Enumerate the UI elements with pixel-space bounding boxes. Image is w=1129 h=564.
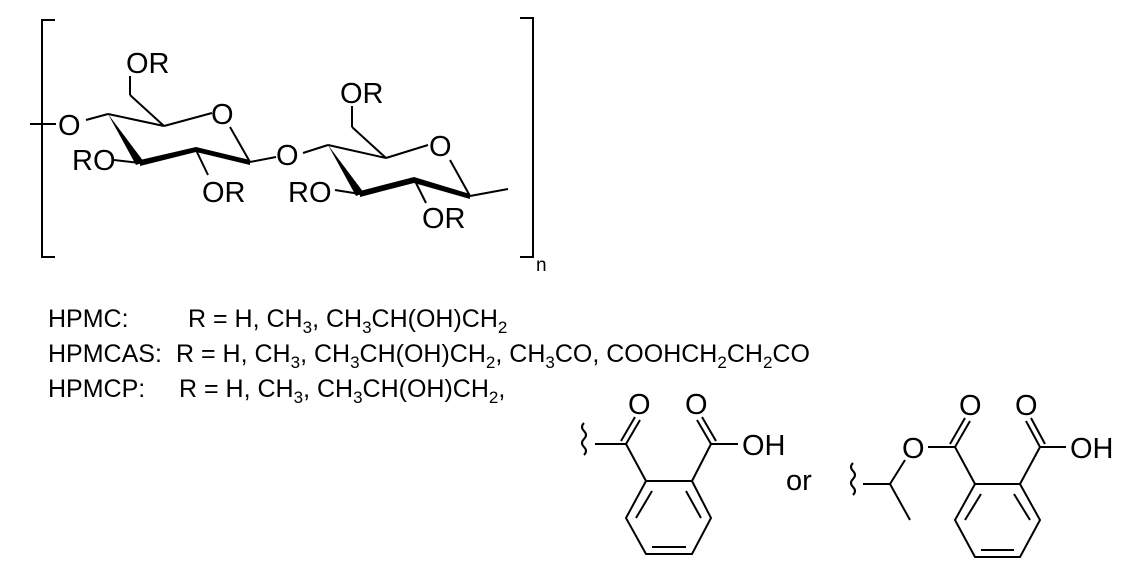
hydroxyl-label: OH <box>1070 433 1114 465</box>
or-label: OR <box>126 48 170 80</box>
subscript: 3 <box>545 353 555 372</box>
subscript: 3 <box>290 353 301 372</box>
polymer-name: HPMCAS: <box>48 340 162 368</box>
or-label: OR <box>202 177 246 209</box>
r-text: , CH <box>300 340 351 368</box>
definition-hpmc: HPMC:R = H, CH3, CH3CH(OH)CH2 <box>48 305 507 337</box>
carbonyl-oxygen: O <box>685 389 708 421</box>
r-text: , CH <box>495 340 546 368</box>
r-text: CH <box>726 340 763 368</box>
r-text: CH(OH)CH <box>359 340 486 368</box>
r-text: , <box>498 375 506 403</box>
subscript: 2 <box>717 353 727 372</box>
hydroxyl-label: OH <box>742 430 786 462</box>
r-text: CO <box>772 340 810 368</box>
polymer-name: HPMCP: <box>48 375 146 403</box>
r-text: CH(OH)CH <box>362 375 489 403</box>
subscript: 3 <box>350 353 360 372</box>
ester-oxygen: O <box>902 433 925 465</box>
polymer-name: HPMC: <box>48 305 129 333</box>
subscript: 3 <box>302 318 313 337</box>
ring-oxygen: O <box>429 131 452 163</box>
subscript: 3 <box>362 318 372 337</box>
subscript: 3 <box>353 388 363 407</box>
carbonyl-oxygen: O <box>1015 390 1038 422</box>
r-text: CO, COOHCH <box>554 340 718 368</box>
definition-hpmcas: HPMCAS:R = H, CH3, CH3CH(OH)CH2, CH3CO, … <box>48 340 810 372</box>
r-text: R = H, CH <box>188 305 303 333</box>
subscript: 2 <box>485 353 496 372</box>
repeat-unit-n: n <box>536 255 547 276</box>
r-text: CH(OH)CH <box>371 305 498 333</box>
or-connector: or <box>786 465 812 497</box>
carbonyl-oxygen: O <box>959 390 982 422</box>
carbonyl-oxygen: O <box>628 389 651 421</box>
or-label: OR <box>340 78 384 110</box>
r-text: , CH <box>303 375 354 403</box>
linker-oxygen: O <box>58 110 81 142</box>
subscript: 3 <box>293 388 304 407</box>
subscript: 2 <box>762 353 773 372</box>
r-text: R = H, CH <box>176 340 291 368</box>
right-bracket <box>520 17 534 258</box>
subscript: 2 <box>488 388 499 407</box>
glycosidic-oxygen: O <box>276 140 299 172</box>
left-bracket <box>41 19 55 258</box>
r-text: , CH <box>312 305 363 333</box>
phthalyl-group-1 <box>581 416 738 555</box>
definition-hpmcp: HPMCP:R = H, CH3, CH3CH(OH)CH2, <box>48 375 506 407</box>
phthalyl-group-2 <box>850 417 1066 558</box>
r-text: R = H, CH <box>179 375 294 403</box>
ro-label: RO <box>288 177 332 209</box>
ro-label: RO <box>72 145 116 177</box>
subscript: 2 <box>497 318 508 337</box>
or-label: OR <box>422 203 466 235</box>
ring-oxygen: O <box>211 99 234 131</box>
